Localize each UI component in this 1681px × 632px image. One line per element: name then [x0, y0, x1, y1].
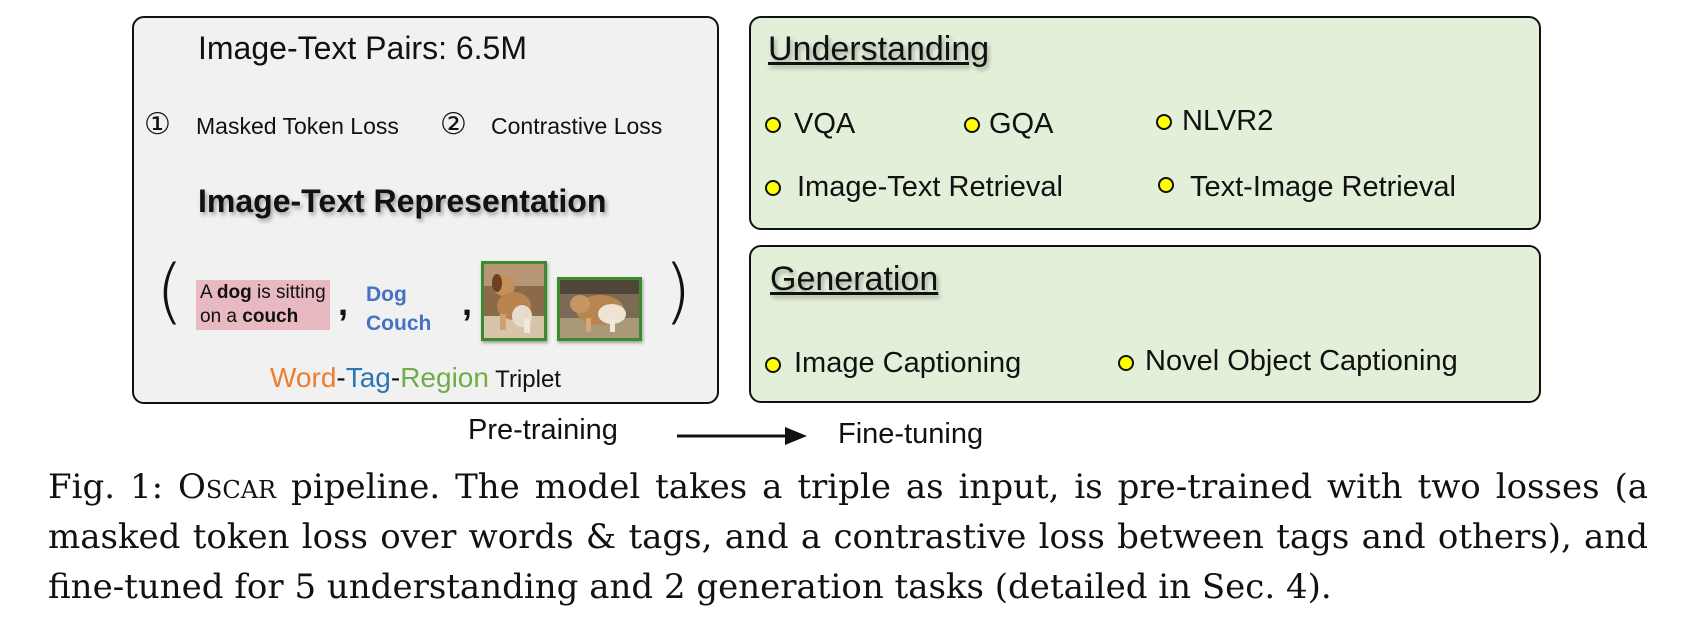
triple-comma-1: ,: [338, 282, 349, 323]
pretraining-stage-label: Pre-training: [468, 414, 618, 446]
bullet-icon: [765, 180, 781, 196]
task-image-text-retrieval: Image-Text Retrieval: [797, 171, 1063, 203]
bullet-icon: [964, 117, 980, 133]
bullet-icon: [1158, 177, 1174, 193]
triple-open-paren: (: [156, 250, 184, 332]
bullet-icon: [765, 117, 781, 133]
understanding-panel: [749, 16, 1541, 230]
triplet-word: Word: [270, 362, 337, 393]
finetuning-stage-label: Fine-tuning: [838, 418, 984, 450]
caption-text: pipeline. The model takes a triple as in…: [48, 467, 1648, 607]
generation-panel: [749, 245, 1541, 403]
bullet-icon: [1156, 114, 1172, 130]
triplet-dash-1: -: [336, 362, 346, 393]
pretraining-title: Image-Text Pairs: 6.5M: [198, 30, 527, 66]
right-arrow-icon: [677, 427, 807, 445]
word-line2-prefix: on a: [200, 306, 243, 327]
bullet-icon: [1118, 355, 1134, 371]
task-gqa: GQA: [989, 108, 1054, 140]
generation-title: Generation: [770, 260, 939, 298]
task-image-captioning: Image Captioning: [794, 347, 1022, 379]
tag-dog: Dog: [366, 283, 407, 306]
triple-comma-2: ,: [462, 282, 473, 323]
word-line1-prefix: A: [200, 282, 217, 303]
loss-1-label: Masked Token Loss: [196, 113, 399, 139]
task-text-image-retrieval: Text-Image Retrieval: [1190, 171, 1456, 203]
object-tags: Dog Couch: [366, 280, 431, 338]
task-novel-object-captioning: Novel Object Captioning: [1145, 345, 1458, 377]
triple-close-paren: ): [664, 250, 692, 332]
task-vqa: VQA: [794, 108, 856, 140]
triplet-dash-2: -: [390, 362, 401, 393]
bullet-icon: [765, 357, 781, 373]
task-nlvr2: NLVR2: [1182, 105, 1274, 137]
representation-title: Image-Text Representation: [198, 183, 607, 219]
word-dog: dog: [216, 282, 252, 303]
region-image-dog: [481, 261, 547, 341]
region-image-couch: [557, 277, 642, 341]
loss-1-marker: ①: [144, 107, 171, 142]
triplet-label: Word-Tag-Region Triplet: [270, 362, 561, 394]
word-couch: couch: [242, 306, 299, 327]
loss-2-marker: ②: [440, 107, 467, 142]
dog-photo-icon: [484, 264, 544, 338]
word-line1-suffix: is sitting: [251, 282, 326, 303]
triplet-suffix: Triplet: [488, 366, 561, 393]
word-sequence: A dog is sitting on a couch: [196, 280, 330, 330]
triplet-region: Region: [400, 362, 489, 393]
loss-2-label: Contrastive Loss: [491, 113, 663, 139]
couch-photo-icon: [560, 280, 639, 338]
tag-couch: Couch: [366, 312, 432, 335]
triplet-tag: Tag: [345, 362, 391, 393]
caption-prefix: Fig. 1:: [48, 467, 179, 507]
understanding-title: Understanding: [768, 30, 990, 68]
figure-caption: Fig. 1: Oscar pipeline. The model takes …: [48, 462, 1648, 612]
caption-model-name: Oscar: [178, 467, 277, 507]
